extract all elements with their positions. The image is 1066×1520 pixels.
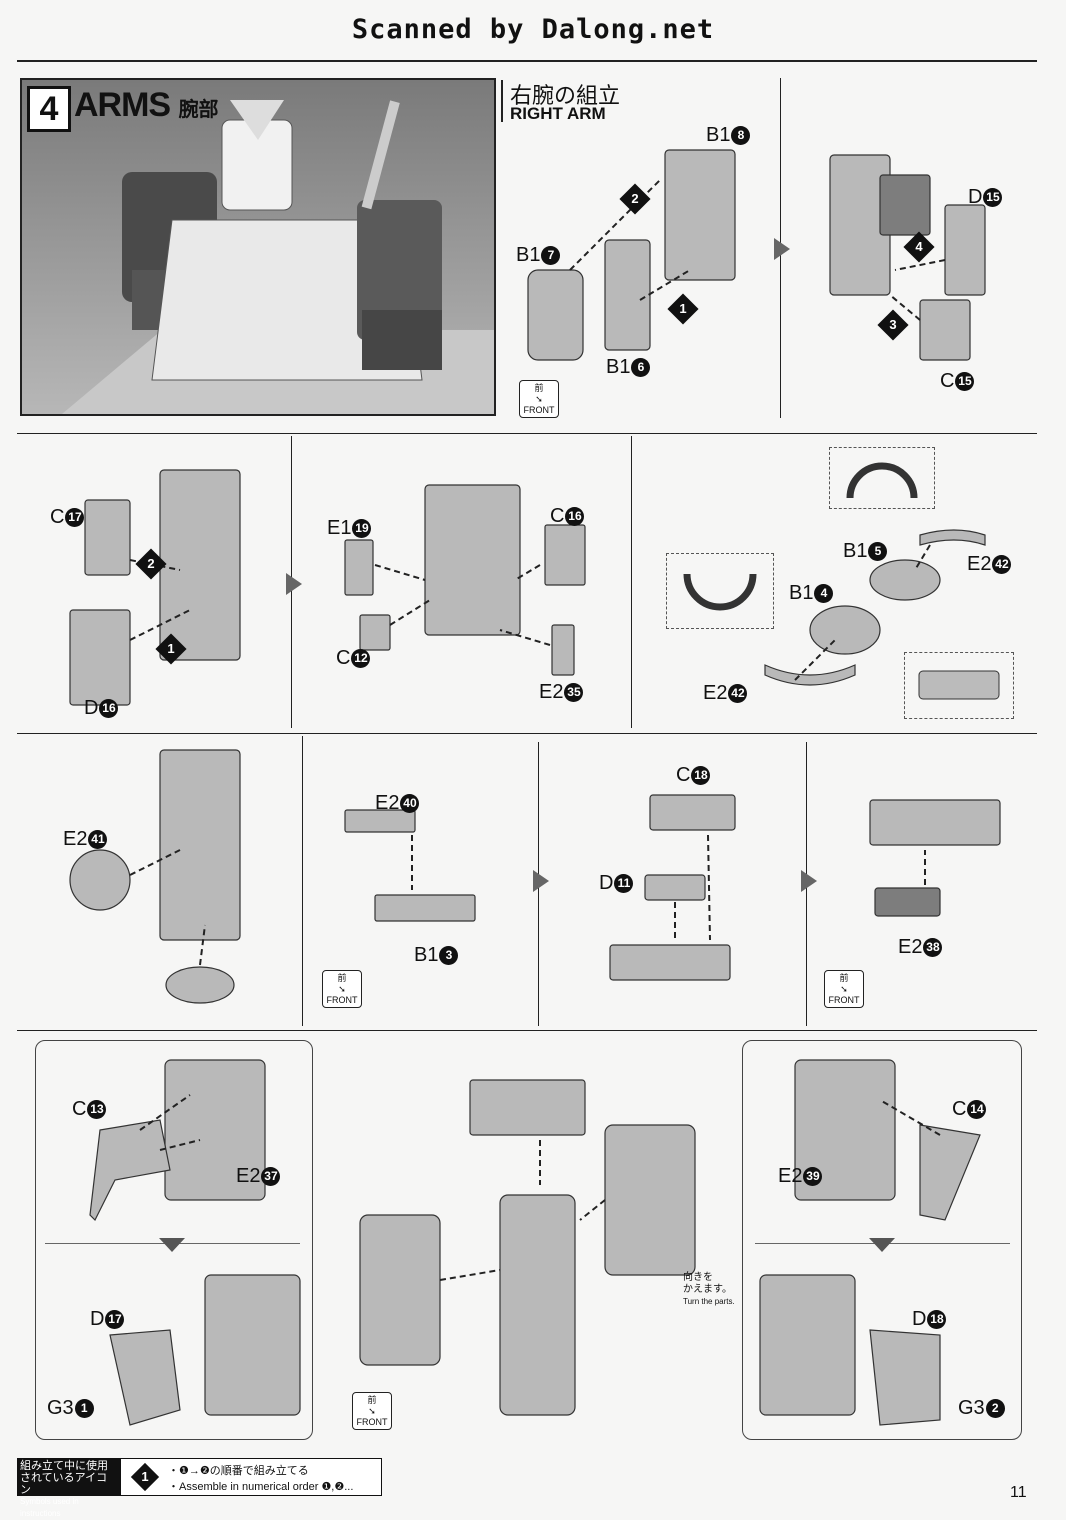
detail-inset (666, 553, 774, 629)
front-arrow-icon: ➘ (338, 984, 346, 994)
step-marker: 1 (155, 633, 187, 665)
step-marker: 3 (877, 309, 909, 341)
next-arrow (801, 870, 817, 892)
section-title-en: ARMS (74, 86, 171, 124)
left-detail-box (35, 1040, 313, 1440)
row-divider (17, 1030, 1037, 1031)
section-number: 4 (27, 86, 71, 132)
header-rule (17, 60, 1037, 62)
legend-label: 組み立て中に使用 されているアイコン Symbols used in instr… (17, 1458, 120, 1518)
row4-diagram (89, 1059, 981, 1426)
front-arrow-icon: ➘ (368, 1406, 376, 1416)
step-marker: 2 (135, 548, 167, 580)
row-divider (17, 433, 1037, 434)
page-number: 11 (1010, 1484, 1027, 1501)
next-arrow (286, 573, 302, 595)
step-marker: 4 (903, 231, 935, 263)
section-title-jp: 腕部 (178, 99, 219, 121)
subtitle-bar (501, 80, 503, 122)
divider-r3a (302, 736, 303, 1026)
section-photo (20, 78, 496, 416)
front-arrow-icon: ➘ (535, 394, 543, 404)
legend-desc-jp: ・❶→❷の順番で組み立てる (168, 1465, 309, 1477)
step-marker: 2 (619, 183, 651, 215)
step-marker: 1 (667, 293, 699, 325)
scan-credit: Scanned by Dalong.net (351, 14, 715, 45)
front-badge: 前➘FRONT (322, 970, 362, 1008)
row1-diagram (527, 149, 986, 361)
legend-panel (120, 1458, 382, 1496)
down-arrow (869, 1238, 895, 1252)
row3-diagram (69, 749, 1001, 1004)
right-detail-box (742, 1040, 1022, 1440)
gundam-bust-illustration (22, 80, 494, 414)
legend-desc-en: ・Assemble in numerical order ❶,❷... (168, 1481, 354, 1493)
next-arrow (533, 870, 549, 892)
next-arrow (774, 238, 790, 260)
detail-inset (829, 447, 935, 509)
row2-diagram (69, 469, 986, 706)
front-arrow-icon: ➘ (840, 984, 848, 994)
turn-parts-note: 向きを かえます。 Turn the parts. (683, 1272, 735, 1306)
step-icon: 1 (130, 1462, 160, 1492)
divider-r2b (631, 436, 632, 728)
front-badge: 前➘FRONT (352, 1392, 392, 1430)
detail-inset (904, 652, 1014, 719)
subsection-title-en: RIGHT ARM (510, 104, 606, 123)
front-badge: 前➘FRONT (824, 970, 864, 1008)
subsection-title-jp: 右腕の組立 (510, 83, 621, 108)
section-title: ARMS 腕部 (74, 86, 219, 125)
down-arrow (159, 1238, 185, 1252)
row-divider (17, 733, 1037, 734)
front-badge: 前➘FRONT (519, 380, 559, 418)
